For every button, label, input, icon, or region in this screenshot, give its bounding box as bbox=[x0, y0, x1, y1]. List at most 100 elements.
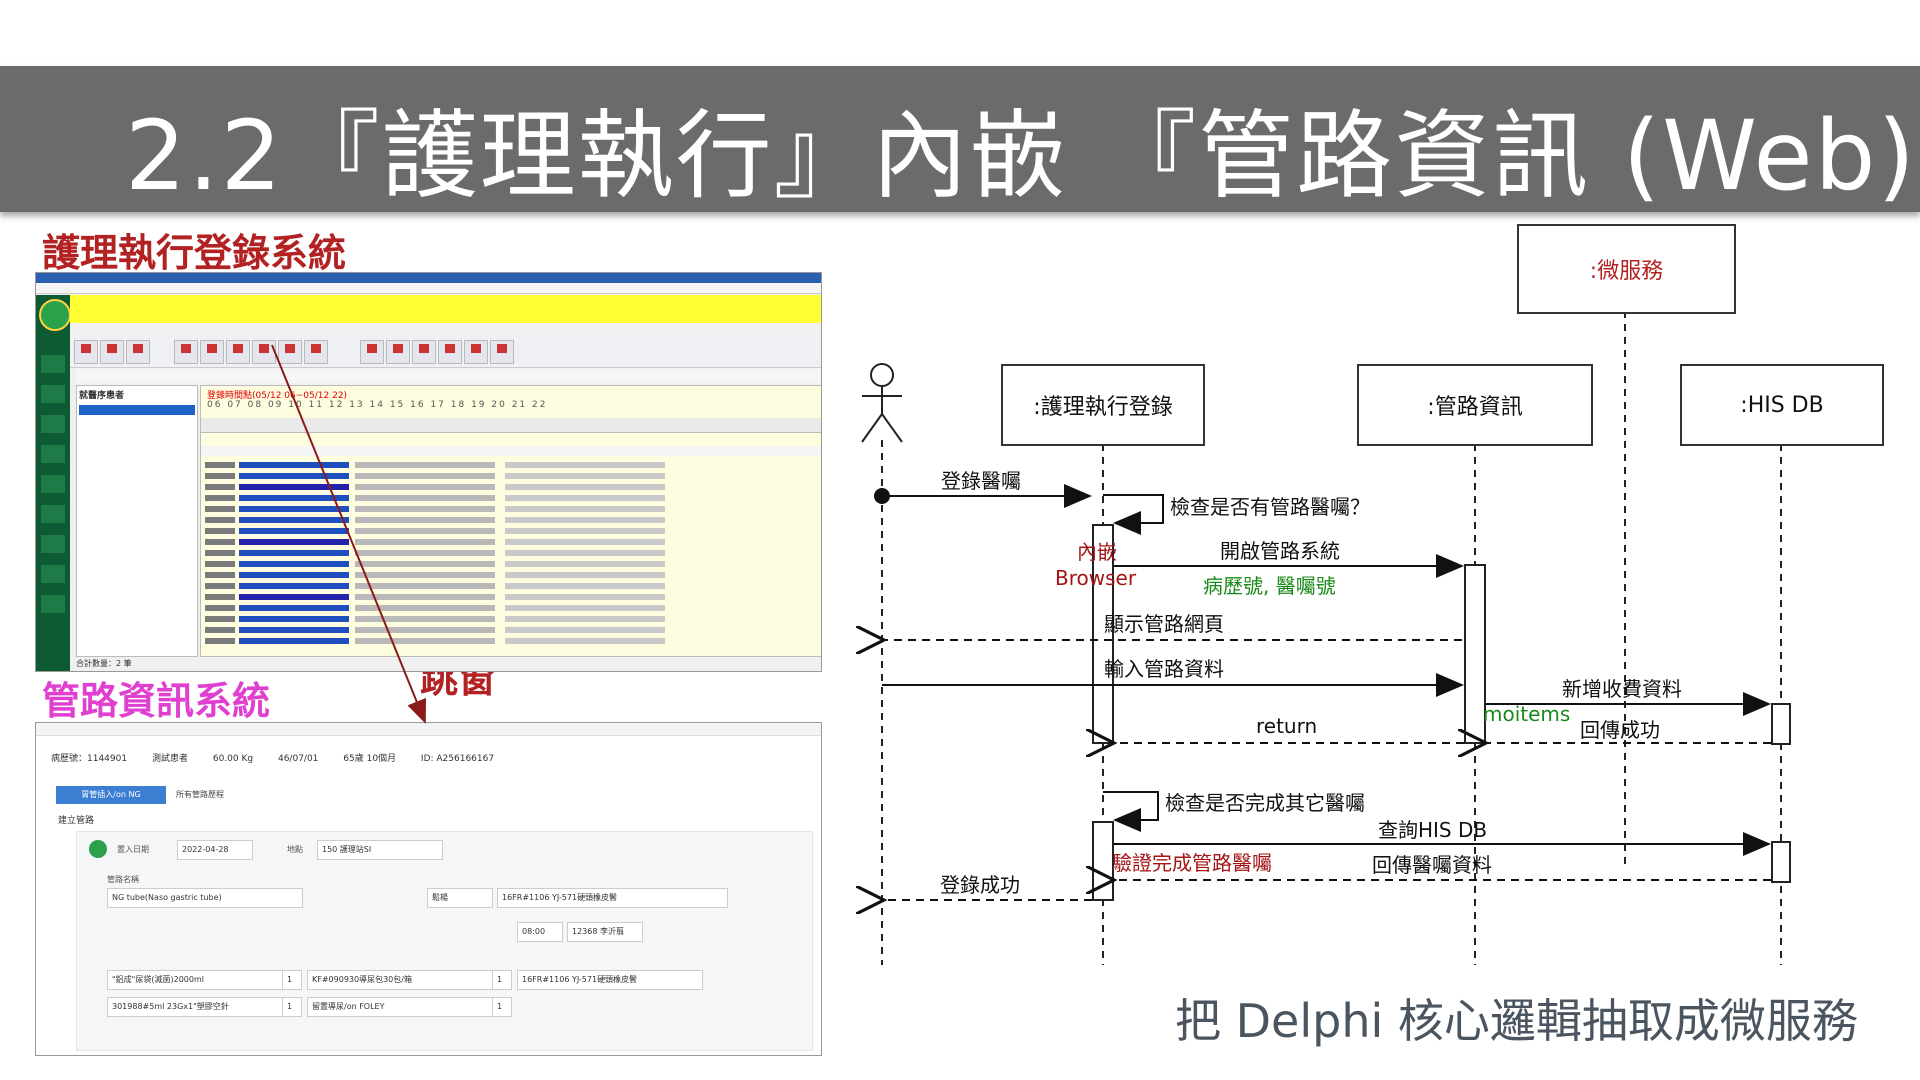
toolbar bbox=[70, 337, 821, 368]
patient-birth: 46/07/01 bbox=[277, 754, 319, 764]
nav-item[interactable] bbox=[41, 385, 65, 403]
toolbar-button[interactable] bbox=[464, 340, 488, 364]
msg-check-tube-order: 檢查是否有管路醫囑？ bbox=[1170, 495, 1370, 519]
window-titlebar bbox=[36, 273, 821, 283]
nav-item[interactable] bbox=[41, 565, 65, 583]
toolbar-button[interactable] bbox=[360, 340, 384, 364]
toolbar-button[interactable] bbox=[174, 340, 198, 364]
item-field-3[interactable]: 16FR#1106 YJ-571硬頭橡皮鬢 bbox=[517, 970, 703, 990]
nav-item[interactable] bbox=[41, 595, 65, 613]
msg-embed: 內嵌 bbox=[1077, 540, 1117, 564]
his-activation-2 bbox=[1771, 841, 1791, 883]
time-field[interactable]: 08:00 bbox=[517, 922, 563, 942]
participant-tube: :管路資訊 bbox=[1357, 364, 1593, 446]
msg-chart-order-no: 病歷號, 醫囑號 bbox=[1203, 574, 1336, 598]
msg-open-tube-system: 開啟管路系統 bbox=[1220, 539, 1340, 563]
item-field-5[interactable]: 留置導尿/on FOLEY bbox=[307, 997, 493, 1017]
participant-his-db: :HIS DB bbox=[1680, 364, 1884, 446]
msg-return-order-data: 回傳醫囑資料 bbox=[1372, 853, 1492, 877]
nav-item[interactable] bbox=[41, 445, 65, 463]
nav-item[interactable] bbox=[41, 535, 65, 553]
order-panel: 登錄時間點(05/12 06~05/12 22) 06 07 08 09 10 … bbox=[200, 385, 821, 657]
insert-date-field[interactable]: 2022-04-28 bbox=[177, 840, 253, 860]
msg-moitems: moitems bbox=[1483, 702, 1571, 726]
msg-return: return bbox=[1256, 714, 1318, 738]
tab-all-tubes[interactable]: 所有管路歷程 bbox=[176, 790, 224, 799]
nav-item[interactable] bbox=[41, 505, 65, 523]
patient-list-header: 就醫序患者 bbox=[79, 391, 125, 401]
toolbar-button[interactable] bbox=[226, 340, 250, 364]
toolbar-button[interactable] bbox=[490, 340, 514, 364]
toolbar-button[interactable] bbox=[200, 340, 224, 364]
qty-field-4[interactable]: 1 bbox=[282, 997, 302, 1017]
nursing-system-title: 護理執行登錄系統 bbox=[42, 231, 347, 275]
tube-activation bbox=[1464, 564, 1486, 744]
msg-return-success: 回傳成功 bbox=[1580, 718, 1660, 742]
title-banner bbox=[0, 66, 1920, 212]
tube-system-title: 管路資訊系統 bbox=[42, 679, 271, 723]
actor-head bbox=[870, 363, 894, 387]
popup-arrow bbox=[271, 344, 426, 724]
msg-show-tube-page: 顯示管路網頁 bbox=[1104, 612, 1224, 636]
left-nav bbox=[36, 295, 71, 671]
tube-name-select[interactable]: NG tube(Naso gastric tube) bbox=[107, 888, 303, 908]
tube-system-screenshot: 病歷號：1144901 測試患者 60.00 Kg 46/07/01 65歲 1… bbox=[35, 722, 822, 1056]
patient-age: 65歲 10個月 bbox=[343, 754, 397, 764]
patient-list: 就醫序患者 bbox=[76, 385, 198, 657]
patient-weight: 60.00 Kg bbox=[212, 754, 254, 764]
his-activation-1 bbox=[1771, 703, 1791, 745]
qty-field-5[interactable]: 1 bbox=[492, 997, 512, 1017]
patient-info: 病歷號：1144901 測試患者 60.00 Kg 46/07/01 65歲 1… bbox=[51, 751, 516, 764]
slide-title: 2.2『護理執行』內嵌 『管路資訊 (Web)』 bbox=[125, 100, 1920, 212]
nav-item[interactable] bbox=[41, 475, 65, 493]
patient-info-bar bbox=[70, 295, 821, 323]
msg-add-billing: 新增收費資料 bbox=[1562, 677, 1682, 701]
msg-login-order: 登錄醫囑 bbox=[941, 469, 1021, 493]
participant-microservice: :微服務 bbox=[1517, 224, 1736, 314]
save-button[interactable] bbox=[252, 340, 276, 364]
toolbar-button[interactable] bbox=[386, 340, 410, 364]
qty-field-1[interactable]: 1 bbox=[282, 970, 302, 990]
nursing-activation-2 bbox=[1092, 821, 1114, 901]
window-titlebar bbox=[36, 723, 821, 736]
patient-id: ID: A256166167 bbox=[420, 754, 495, 764]
site-field[interactable]: 150 護理站SI bbox=[317, 840, 443, 860]
chart-number: 病歷號：1144901 bbox=[51, 754, 128, 764]
nav-item[interactable] bbox=[41, 355, 65, 373]
site-label: 地點 bbox=[287, 845, 303, 854]
menu-bar bbox=[36, 283, 821, 294]
tube-form: 置入日期 2022-04-28 地點 150 護理站SI 管路名稱 NG tub… bbox=[76, 831, 813, 1051]
patient-name: 測試患者 bbox=[151, 754, 188, 764]
toolbar-button[interactable] bbox=[278, 340, 302, 364]
msg-login-success: 登錄成功 bbox=[940, 873, 1020, 897]
nursing-system-screenshot: 就醫序患者 登錄時間點(05/12 06~05/12 22) 06 07 08 … bbox=[35, 272, 822, 672]
participant-nursing: :護理執行登錄 bbox=[1001, 364, 1205, 446]
qty-field-2[interactable]: 1 bbox=[492, 970, 512, 990]
msg-check-other-orders: 檢查是否完成其它醫囑 bbox=[1165, 791, 1365, 815]
hour-scale: 06 07 08 09 10 11 12 13 14 15 16 17 18 1… bbox=[207, 400, 548, 410]
material-field-1[interactable]: 16FR#1106 YJ-571硬頭橡皮鬢 bbox=[497, 888, 728, 908]
time-range: 登錄時間點(05/12 06~05/12 22) bbox=[207, 391, 348, 401]
power-icon[interactable] bbox=[89, 840, 107, 858]
patient-row-selected[interactable] bbox=[79, 405, 195, 415]
toolbar-button[interactable] bbox=[100, 340, 124, 364]
msg-input-tube-data: 輸入管路資料 bbox=[1104, 657, 1224, 681]
filter-bar bbox=[76, 369, 821, 383]
toolbar-button[interactable] bbox=[74, 340, 98, 364]
insert-date-label: 置入日期 bbox=[117, 845, 149, 854]
toolbar-button[interactable] bbox=[304, 340, 328, 364]
nurse-field[interactable]: 12368 李沂翦 bbox=[567, 922, 643, 942]
toolbar-button[interactable] bbox=[438, 340, 462, 364]
status-text: 合計數量：2 筆 bbox=[76, 659, 132, 668]
order-tabs[interactable] bbox=[201, 418, 821, 433]
legend-bar bbox=[201, 446, 821, 456]
toolbar-button[interactable] bbox=[412, 340, 436, 364]
msg-browser: Browser bbox=[1055, 566, 1137, 590]
msg-query-his: 查詢HIS DB bbox=[1378, 818, 1488, 842]
material-select[interactable]: 鬆楊 bbox=[427, 888, 493, 908]
tab-ng-tube[interactable]: 胃管插入/on NG bbox=[56, 786, 166, 804]
toolbar-button[interactable] bbox=[126, 340, 150, 364]
nav-item[interactable] bbox=[41, 415, 65, 433]
tube-name-label: 管路名稱 bbox=[107, 875, 139, 884]
